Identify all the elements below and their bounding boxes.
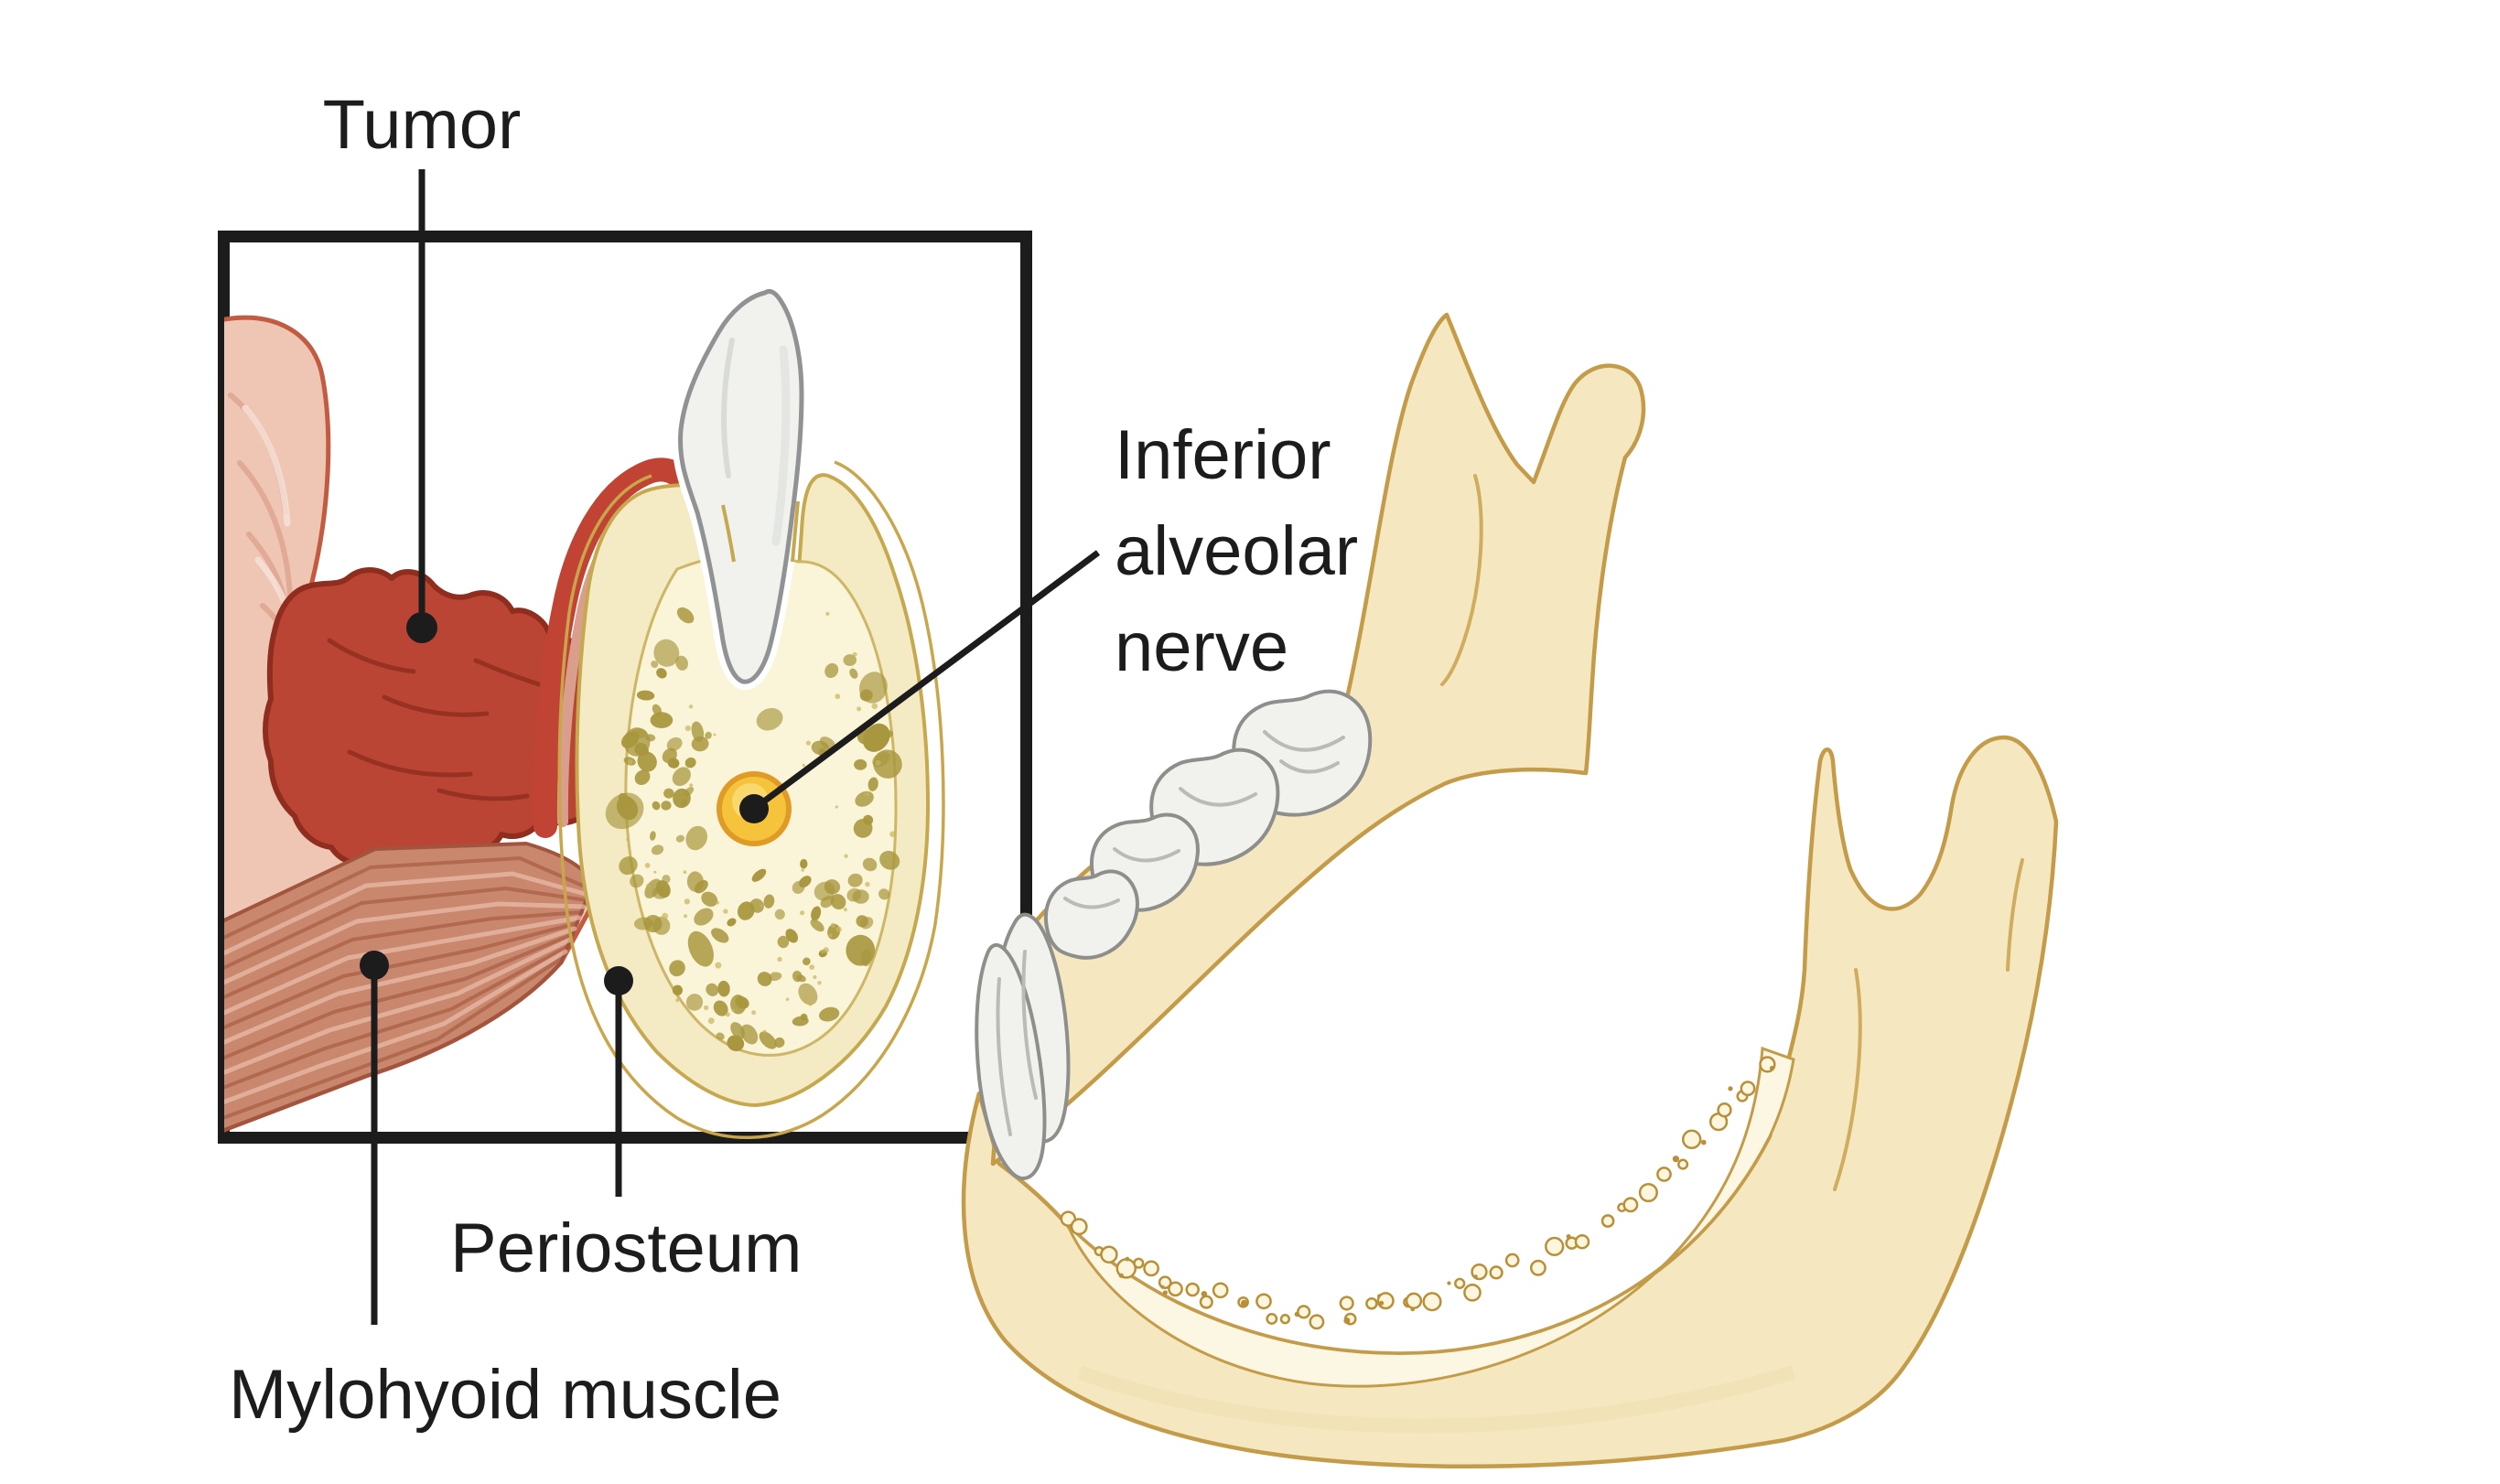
- nerve-label-line3: nerve: [1115, 608, 1288, 686]
- gingiva-band: [533, 457, 698, 838]
- tooth-incisor: [975, 943, 1047, 1180]
- inset-content: [224, 315, 699, 1133]
- nerve-dot: [739, 794, 769, 823]
- mylohyoid-dot: [360, 951, 389, 980]
- periosteum-outline: [557, 460, 945, 1139]
- nerve-leader-line: [751, 550, 1101, 812]
- periosteum-label: Periosteum: [450, 1210, 802, 1287]
- teeth-details: [996, 730, 1345, 1136]
- bone-detail-lines: [1440, 474, 2024, 1191]
- nerve-label-line1: Inferior: [1115, 416, 1331, 494]
- nerve-label-line2: alveolar: [1115, 512, 1358, 590]
- cancellous-speckles: [605, 607, 902, 1051]
- mylohyoid-label: Mylohyoid muscle: [229, 1356, 781, 1434]
- teeth-row: [975, 689, 1373, 1180]
- inset-box: [218, 231, 1032, 1144]
- leader-lines: [371, 169, 1101, 1325]
- lower-rim-shading: [1077, 1365, 1796, 1434]
- socket-crests: [721, 500, 800, 563]
- periosteum-dot: [604, 966, 633, 995]
- tumor-label: Tumor: [323, 86, 522, 164]
- inset-tooth: [678, 288, 804, 684]
- labels: Tumor Inferior alveolar nerve Periosteum…: [229, 86, 1358, 1434]
- mylohyoid-muscle-shape: [224, 841, 596, 1133]
- tumor-dot: [406, 612, 437, 643]
- tooth-premolar-2: [1043, 869, 1139, 960]
- trabecular-speckles: [1060, 1056, 1776, 1330]
- leader-dots: [360, 612, 769, 995]
- trabecular-band: [1060, 1046, 1795, 1388]
- inset-tooth-shading: [721, 338, 791, 546]
